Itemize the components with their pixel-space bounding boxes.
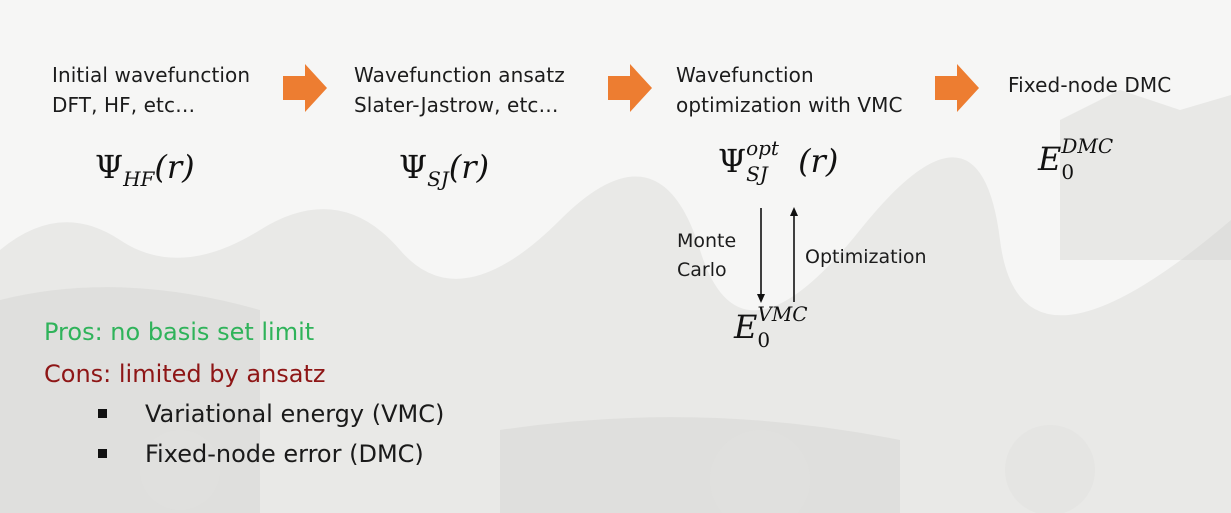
flow-arrow-icon — [935, 64, 979, 112]
bullet-item: Fixed-node error (DMC) — [98, 440, 424, 468]
step-initial-wavefunction: Initial wavefunction DFT, HF, etc… — [52, 60, 250, 120]
psi-subscript: SJ — [427, 167, 449, 191]
psi-superscript: opt — [746, 135, 779, 160]
monte-carlo-label: Monte Carlo — [677, 227, 736, 285]
psi-symbol: Ψ — [718, 142, 747, 180]
psi-subscript: HF — [123, 167, 155, 191]
flow-arrow-icon — [283, 64, 327, 112]
pros-text: Pros: no basis set limit — [44, 318, 315, 346]
bullet-item: Variational energy (VMC) — [98, 400, 444, 428]
energy-subscript: 0 — [1061, 159, 1075, 184]
energy-superscript: VMC — [757, 301, 808, 326]
flow-arrow-icon — [608, 64, 652, 112]
psi-symbol: Ψ — [399, 148, 428, 186]
psi-symbol: Ψ — [95, 148, 124, 186]
psi-sj-equation: ΨSJ(r) — [399, 148, 489, 191]
step-subtitle: optimization with VMC — [676, 93, 903, 117]
psi-argument: (r) — [448, 148, 490, 186]
step-title: Initial wavefunction — [52, 63, 251, 87]
step-fixed-node-dmc: Fixed-node DMC — [1008, 70, 1171, 100]
step-title: Fixed-node DMC — [1008, 73, 1172, 97]
psi-argument: (r) — [154, 148, 195, 186]
bullet-square-icon — [98, 409, 107, 418]
bullet-text: Fixed-node error (DMC) — [145, 440, 424, 468]
step-vmc-optimization: Wavefunction optimization with VMC — [676, 60, 903, 120]
energy-symbol: E — [1038, 140, 1062, 178]
psi-hf-equation: ΨHF(r) — [95, 148, 195, 191]
energy-subscript: 0 — [757, 327, 771, 352]
bullet-text: Variational energy (VMC) — [145, 400, 445, 428]
step-subtitle: Slater-Jastrow, etc… — [354, 93, 559, 117]
up-arrow-icon — [790, 207, 798, 302]
energy-superscript: DMC — [1061, 133, 1114, 158]
energy-symbol: E — [734, 308, 758, 346]
down-arrow-icon — [757, 208, 765, 303]
cons-text: Cons: limited by ansatz — [44, 360, 326, 388]
step-subtitle: DFT, HF, etc… — [52, 93, 196, 117]
step-title: Wavefunction ansatz — [354, 63, 565, 87]
bullet-square-icon — [98, 449, 107, 458]
psi-subscript: SJ — [746, 161, 768, 186]
optimization-label: Optimization — [805, 246, 927, 268]
step-wavefunction-ansatz: Wavefunction ansatz Slater-Jastrow, etc… — [354, 60, 565, 120]
psi-argument: (r) — [798, 142, 839, 180]
step-title: Wavefunction — [676, 63, 814, 87]
carlo-label: Carlo — [677, 259, 727, 281]
monte-label: Monte — [677, 230, 737, 252]
